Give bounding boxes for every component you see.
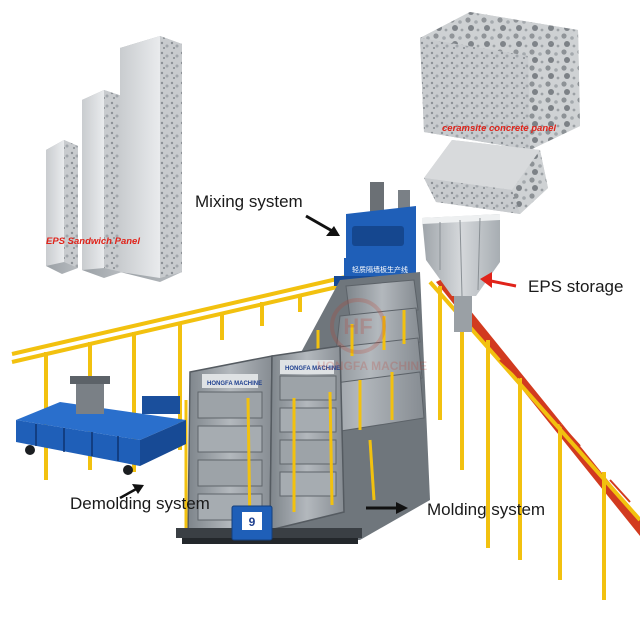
molding-arrow: [366, 502, 408, 514]
mixer-sign: 轻质隔墙板生产线: [352, 265, 408, 274]
mixing-tower: 轻质隔墙板生产线: [334, 182, 420, 286]
ceramsite-concrete-label: ceramsite concrete panel: [442, 123, 556, 134]
ceramsite-concrete-blocks: [420, 12, 580, 214]
mixing-system-label: Mixing system: [195, 192, 303, 211]
demolding-cart: [16, 376, 186, 475]
eps-sandwich-panel-label: EPS Sandwich Panel: [46, 236, 140, 247]
demolding-arrow: [119, 484, 144, 500]
molding-system-label: Molding system: [427, 500, 546, 519]
eps-storage-hopper: [422, 214, 500, 332]
unit-number-plate: 9: [249, 515, 256, 529]
eps-storage-label: EPS storage: [528, 277, 624, 296]
left-mold-plate: HONGFA MACHINE: [207, 381, 262, 387]
hongfa-watermark: [330, 298, 386, 354]
front-mold-frame-left: [184, 355, 273, 541]
watermark-company: HONGFA MACHINE: [317, 359, 427, 373]
watermark-logo: HF: [343, 314, 372, 339]
hydraulic-unit: [231, 505, 273, 541]
eps-sandwich-panel-samples: [46, 36, 182, 282]
demolding-system-label: Demolding system: [70, 494, 210, 513]
mixing-arrow: [305, 214, 340, 236]
front-mold-frame-right: [269, 345, 345, 531]
right-mold-plate: HONGFA MACHINE: [285, 366, 340, 372]
eps-storage-arrow: [480, 272, 517, 288]
